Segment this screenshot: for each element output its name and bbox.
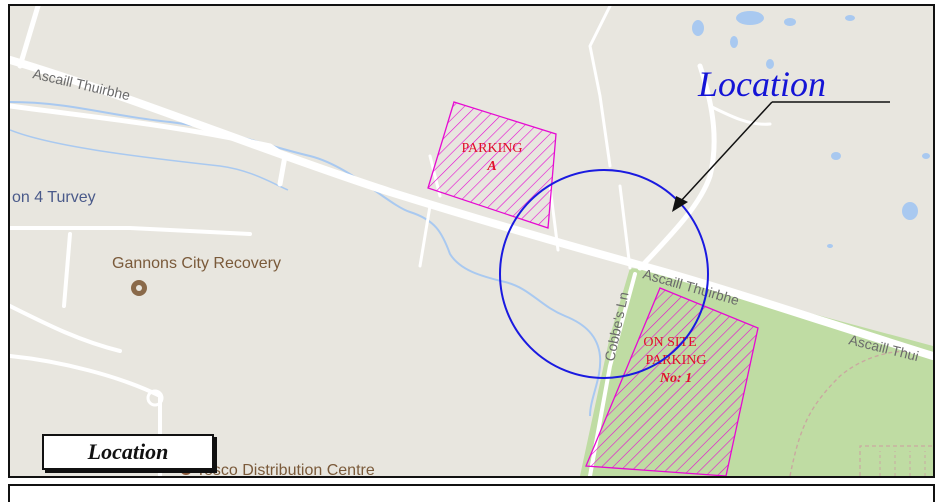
bottom-strip	[8, 484, 935, 502]
pond	[766, 59, 774, 69]
place-label-turvey: on 4 Turvey	[12, 189, 96, 206]
map-frame: PARKING A ON SITE PARKING No: 1 Ascaill …	[8, 4, 935, 478]
parking-a-area[interactable]	[427, 101, 557, 229]
park-trail	[879, 451, 926, 476]
place-label-gannons: Gannons City Recovery	[112, 255, 281, 272]
stream	[10, 101, 602, 417]
pond	[922, 153, 930, 159]
pond	[784, 18, 796, 26]
pond	[902, 202, 918, 220]
callout-arrowhead-icon	[672, 196, 688, 212]
place-label-tesco: Tesco Distribution Centre	[196, 462, 375, 476]
stream	[10, 129, 289, 191]
location-callout-text: Location	[697, 64, 826, 104]
pond	[831, 152, 841, 160]
pond	[736, 11, 764, 25]
map-canvas[interactable]: PARKING A ON SITE PARKING No: 1 Ascaill …	[10, 6, 933, 476]
pond	[827, 244, 833, 248]
park-trail	[859, 445, 933, 476]
location-legend-label: Location	[87, 439, 169, 464]
onsite-parking-line1: ON SITE	[643, 335, 696, 350]
callout-leader	[679, 101, 773, 203]
gannons-pin-icon[interactable]	[131, 280, 147, 296]
parking-a-label: PARKING	[462, 141, 523, 156]
onsite-parking-line3: No: 1	[659, 371, 692, 386]
pond	[692, 20, 704, 36]
parking-a-letter: A	[486, 159, 496, 174]
pond	[845, 15, 855, 21]
location-legend-box: Location	[42, 434, 214, 470]
onsite-parking-line2: PARKING	[646, 353, 707, 368]
main-road	[10, 56, 933, 360]
onsite-parking-area[interactable]	[585, 287, 759, 476]
location-circle	[499, 169, 709, 379]
pond	[730, 36, 738, 48]
park-trail	[789, 350, 933, 476]
